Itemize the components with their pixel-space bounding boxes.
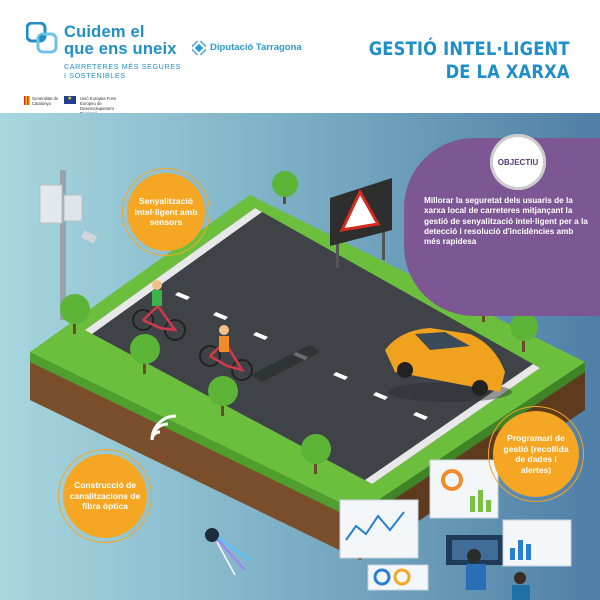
road bbox=[85, 208, 540, 484]
generalitat-logo-icon bbox=[24, 96, 30, 105]
road-scene: Senyalització intel·ligent amb sensors C… bbox=[0, 113, 600, 600]
yellow-car bbox=[385, 328, 512, 402]
objective-label: OBJECTIU bbox=[497, 157, 539, 167]
sensors-callout-ring bbox=[122, 168, 210, 256]
eu-flag-icon bbox=[64, 95, 76, 104]
fiber-callout-ring bbox=[58, 449, 152, 543]
brand-name-line2: que ens uneix bbox=[64, 40, 177, 58]
title-line2: DE LA XARXA bbox=[445, 61, 570, 83]
sensors-callout-text: Senyalització intel·ligent amb sensors bbox=[134, 196, 198, 228]
software-callout: Programari de gestió (recollida de dades… bbox=[493, 411, 579, 497]
camera-icon bbox=[80, 230, 98, 244]
cyclist-warning-icon bbox=[339, 188, 381, 232]
header: Cuidem el que ens uneix CARRETERES MÉS S… bbox=[0, 0, 600, 116]
sensor-panel bbox=[39, 184, 63, 224]
brand-tagline-line2: I SOSTENIBLES bbox=[64, 71, 126, 80]
fiber-optic-cable-icon bbox=[205, 528, 251, 576]
generalitat-name: Generalitat de Catalunya bbox=[32, 96, 59, 106]
title-line1: GESTIÓ INTEL·LIGENT bbox=[369, 38, 570, 60]
brand-tagline-line1: CARRETERES MÉS SEGURES bbox=[64, 62, 182, 71]
brand-logo-icon bbox=[26, 22, 58, 54]
diputacio-logo-icon bbox=[192, 41, 206, 55]
software-callout-text: Programari de gestió (recollida de dades… bbox=[503, 433, 569, 475]
objective-badge: OBJECTIU bbox=[490, 134, 546, 190]
brand-name-line1: Cuidem el bbox=[64, 23, 145, 41]
partner-name: Diputació Tarragona bbox=[210, 42, 302, 53]
sensors-callout: Senyalització intel·ligent amb sensors bbox=[127, 173, 205, 251]
cyclist-1 bbox=[132, 280, 186, 341]
fiber-callout: Construcció de canalitzacions de fibra ò… bbox=[63, 454, 147, 538]
cyclist-2 bbox=[199, 325, 253, 381]
sensor-pole bbox=[60, 170, 66, 320]
page-title: GESTIÓ INTEL·LIGENT DE LA XARXA bbox=[369, 38, 570, 84]
objective-text: Millorar la seguretat dels usuaris de la… bbox=[424, 196, 588, 247]
wifi-signal-icon bbox=[150, 414, 177, 441]
fiber-callout-text: Construcció de canalitzacions de fibra ò… bbox=[69, 480, 141, 512]
soil-side-left bbox=[30, 360, 360, 560]
software-dashboards bbox=[339, 459, 572, 600]
software-callout-ring bbox=[488, 406, 584, 502]
